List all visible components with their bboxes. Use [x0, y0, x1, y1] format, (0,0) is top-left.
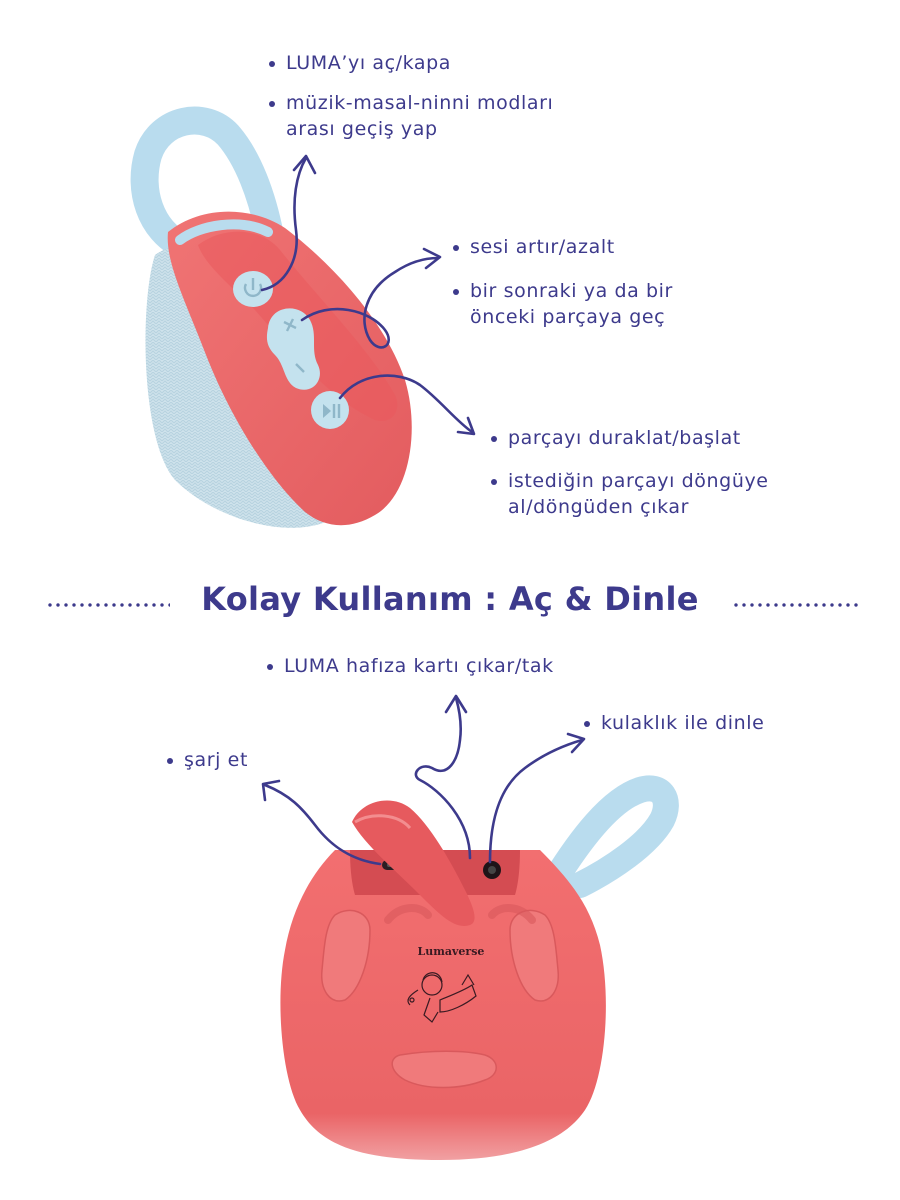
astronaut-rocket-drawing: [407, 972, 477, 1023]
brow-right: [488, 904, 536, 924]
strap: [130, 106, 284, 260]
bullet-dot: [167, 758, 173, 764]
bullet-dot: [453, 245, 459, 251]
volume-rocker[interactable]: [266, 308, 320, 390]
feature-track-skip: bir sonraki ya da bir önceki parçaya geç: [453, 278, 673, 330]
dotted-divider-right: [732, 603, 858, 607]
bullet-dot: [491, 436, 497, 442]
bullet-dot: [267, 664, 273, 670]
feature-volume: sesi artır/azalt: [453, 234, 615, 260]
ear-left: [321, 909, 371, 1002]
feature-modes-line1: müzik-masal-ninni modları: [286, 92, 554, 114]
feature-memory-card: LUMA hafıza kartı çıkar/tak: [267, 653, 554, 679]
feature-volume-text: sesi artır/azalt: [470, 236, 615, 258]
feature-memory-card-text: LUMA hafıza kartı çıkar/tak: [284, 655, 554, 677]
brow-left: [384, 904, 432, 924]
feature-loop: istediğin parçayı döngüye al/döngüden çı…: [491, 468, 769, 520]
feature-play-pause-text: parçayı duraklat/başlat: [508, 427, 741, 449]
speaker-side-view: [130, 106, 412, 528]
bullet-dot: [584, 721, 590, 727]
feature-loop-line1: istediğin parçayı döngüye: [508, 470, 769, 492]
feature-headphone-text: kulaklık ile dinle: [601, 712, 765, 734]
power-arrow-icon: [260, 154, 317, 292]
power-button[interactable]: [233, 271, 273, 307]
mouth-shape: [391, 1050, 497, 1089]
page-headline: Kolay Kullanım : Aç & Dinle: [201, 580, 699, 618]
feature-headphone: kulaklık ile dinle: [584, 710, 765, 736]
card-arrow-icon: [414, 694, 472, 860]
feature-charge-text: şarj et: [184, 749, 249, 771]
dotted-divider-left: [46, 603, 170, 607]
bullet-dot: [269, 61, 275, 67]
feature-track-skip-line2: önceki parçaya geç: [470, 306, 666, 328]
feature-modes: müzik-masal-ninni modları arası geçiş ya…: [269, 90, 554, 142]
feature-loop-line2: al/döngüden çıkar: [508, 496, 690, 518]
bullet-dot: [491, 479, 497, 485]
aux-jack[interactable]: [483, 861, 501, 879]
headphone-arrow-icon: [488, 732, 586, 864]
speaker-back-view: Lumaverse: [280, 775, 679, 1160]
minus-icon: [295, 363, 305, 373]
plus-icon: [283, 318, 297, 332]
charge-arrow-icon: [261, 779, 382, 866]
svg-text:Lumaverse: Lumaverse: [418, 945, 485, 958]
feature-modes-line2: arası geçiş yap: [286, 118, 438, 140]
ear-right: [509, 909, 559, 1002]
volume-arrow-icon: [300, 247, 442, 349]
power-icon: [243, 278, 263, 297]
bullet-dot: [269, 101, 275, 107]
play-arrow-icon: [338, 374, 476, 436]
back-strap: [542, 775, 679, 898]
brand-logo: Lumaverse: [407, 945, 485, 1023]
bullet-dot: [453, 289, 459, 295]
feature-power-text: LUMA’yı aç/kapa: [286, 52, 452, 74]
play-loop-icon: [323, 404, 341, 418]
feature-charge: şarj et: [167, 747, 249, 773]
feature-track-skip-line1: bir sonraki ya da bir: [470, 280, 673, 302]
feature-play-pause: parçayı duraklat/başlat: [491, 425, 741, 451]
feature-power: LUMA’yı aç/kapa: [269, 50, 452, 76]
memory-card-flap[interactable]: [352, 800, 475, 926]
play-loop-button[interactable]: [311, 391, 349, 429]
